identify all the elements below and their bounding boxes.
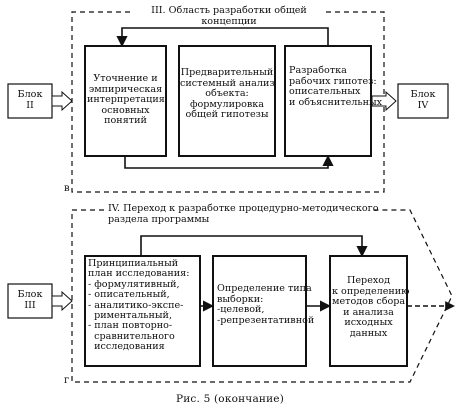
box-g2-shape: [212, 255, 307, 367]
loop-top-c: [116, 27, 329, 48]
block-ii-label: Блок II: [17, 89, 43, 111]
block-iv-arrow: [371, 90, 397, 112]
frame-c: [71, 11, 385, 193]
loop-top-g: [140, 235, 368, 258]
box-g1-text: Принципиальный план исследования: - форм…: [88, 258, 190, 353]
box-c1-text: Уточнение и эмпирическая интерпретация о…: [87, 73, 165, 127]
box-c2-shape: [178, 45, 276, 157]
box-g3-shape: [329, 255, 408, 367]
flow-bottom-c: [124, 154, 334, 169]
box-c3-text: Разработка рабочих гипотез: описательных…: [289, 65, 383, 108]
block-iv-label: Блок IV: [410, 89, 436, 111]
block-ii-arrow: [51, 90, 73, 112]
box-c1-shape: [84, 45, 167, 157]
section-c-marker: в: [64, 183, 70, 194]
section-c-title: III. Область разработки общей концепции: [134, 5, 324, 28]
block-iv-box: [397, 83, 449, 119]
section-g-marker: г: [64, 375, 70, 386]
box-g1-shape: [84, 255, 201, 367]
box-g3-text: Переход к определению методов сбора и ан…: [332, 275, 410, 339]
block-iii-arrow: [51, 290, 73, 312]
section-g-title: IV. Переход к разработке процедурно-мето…: [108, 203, 379, 226]
block-iii-label: Блок III: [17, 289, 43, 311]
box-c2-text: Предварительный системный анализ объекта…: [180, 67, 275, 121]
frame-g: [71, 209, 453, 383]
figure-caption: Рис. 5 (окончание): [175, 393, 285, 405]
box-g2-text: Определение типа выборки: -целевой, -реп…: [217, 283, 315, 326]
